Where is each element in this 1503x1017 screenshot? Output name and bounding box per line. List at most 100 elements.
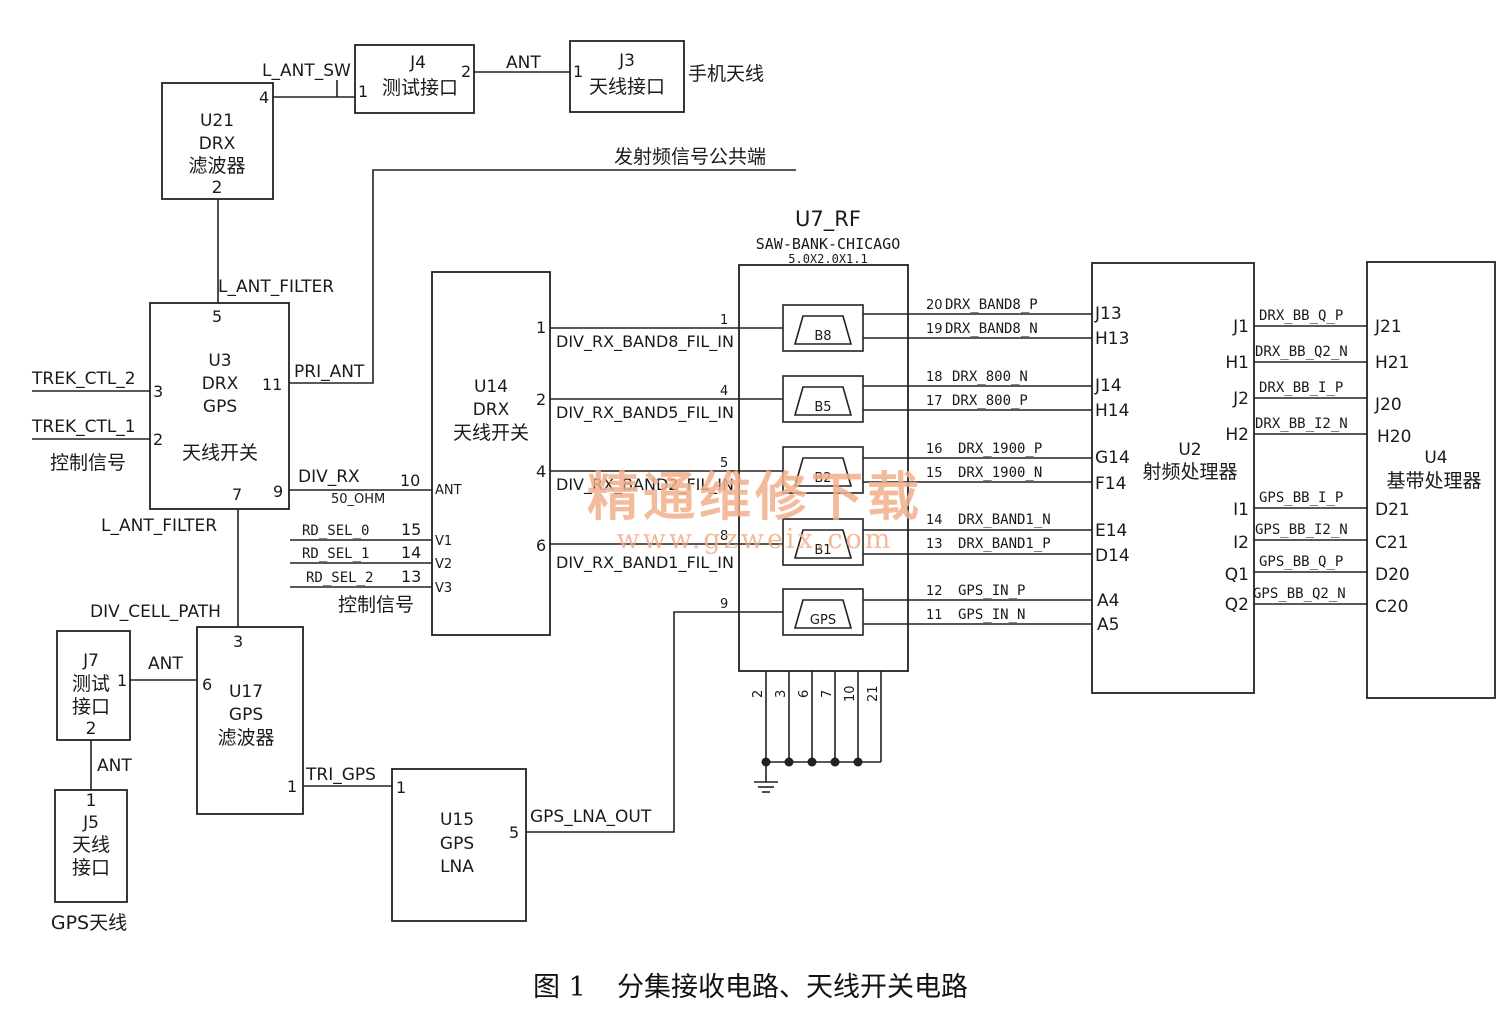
bb-net: DRX_BB_Q2_N [1255, 344, 1348, 360]
rf-line: 17 DRX_800_P H14 [926, 393, 1129, 421]
filter-b1-label: B1 [814, 543, 831, 558]
rf-num: 13 [926, 537, 943, 552]
u7-pin-8: 8 [720, 529, 728, 544]
net-ant-top: ANT [506, 53, 541, 73]
u2-name: 射频处理器 [1142, 461, 1237, 483]
u14-pin-6: 6 [536, 536, 546, 555]
rf-pin: J13 [1094, 304, 1122, 324]
net-rd-sel-0: RD_SEL_0 [302, 523, 369, 539]
bb-net: DRX_BB_I2_N [1255, 416, 1348, 432]
figure-caption: 图 1 分集接收电路、天线开关电路 [533, 972, 968, 1003]
rf-pin: A5 [1097, 615, 1119, 635]
gnd-pin-3: 3 [774, 690, 789, 698]
j7-pin-2: 2 [86, 719, 97, 739]
u21-line3: 滤波器 [188, 155, 245, 177]
bb-net: GPS_BB_I_P [1259, 490, 1343, 506]
bb-line: I2 GPS_BB_I2_N C21 [1233, 522, 1408, 553]
pin-10: 10 [400, 471, 420, 490]
u15-line2: GPS [440, 834, 474, 854]
net-ant-j7: ANT [148, 654, 183, 674]
bb-line: H1 DRX_BB_Q2_N H21 [1225, 344, 1409, 373]
bb-left-pin: I1 [1233, 500, 1249, 520]
u14-line2: DRX [473, 400, 510, 420]
u17-line3: 滤波器 [217, 727, 274, 749]
j5-line2: 天线 [72, 834, 110, 856]
bb-net: DRX_BB_I_P [1259, 380, 1343, 396]
u17-ref: U17 [229, 682, 263, 702]
rf-num: 17 [926, 394, 943, 409]
rf-line: 12 GPS_IN_P A4 [926, 583, 1119, 611]
bb-line: J2 DRX_BB_I_P J20 [1232, 380, 1402, 415]
gnd-pin-2: 2 [751, 690, 766, 698]
bb-right-pin: C21 [1375, 533, 1409, 553]
block-j3: J3 天线接口 1 手机天线 [569, 40, 764, 113]
bb-right-pin: J21 [1374, 317, 1402, 337]
rf-net: DRX_1900_P [958, 441, 1042, 457]
rf-pin: G14 [1095, 448, 1130, 468]
u17-pin-3: 3 [233, 632, 243, 651]
filter-gps-label: GPS [810, 613, 836, 628]
net-ant-j5: ANT [97, 756, 132, 776]
rf-net: DRX_BAND8_P [945, 297, 1038, 313]
filter-gps: GPS [782, 588, 864, 636]
net-div-cell-path: DIV_CELL_PATH [90, 602, 221, 622]
j5-bottom-label: GPS天线 [51, 912, 127, 934]
u14-pin-ant: ANT [435, 483, 462, 498]
bb-line: Q1 GPS_BB_Q_P D20 [1225, 554, 1410, 585]
net-l-ant-filter-bot: L_ANT_FILTER [101, 516, 217, 536]
u15-pin-5: 5 [509, 823, 519, 842]
pin-14: 14 [401, 543, 421, 562]
rf-num: 16 [926, 442, 943, 457]
u3-pin-11: 11 [262, 375, 282, 394]
rf-pin: J14 [1094, 376, 1122, 396]
block-u17: U17 GPS 滤波器 3 6 1 [196, 626, 304, 815]
net-labels: L_ANT_SW ANT 发射频信号公共端 L_ANT_FILTER PRI_A… [31, 53, 766, 827]
u3-line4: 天线开关 [182, 442, 258, 464]
net-band2-in: DIV_RX_BAND2_FIL_IN [556, 475, 734, 495]
net-gps-lna-out: GPS_LNA_OUT [530, 807, 652, 827]
j5-ref: J5 [82, 813, 99, 833]
u21-line2: DRX [199, 134, 236, 154]
u15-pin-1: 1 [396, 778, 406, 797]
bb-left-pin: Q2 [1225, 595, 1249, 615]
rf-line: 11 GPS_IN_N A5 [926, 607, 1119, 635]
filter-b5: B5 [782, 375, 864, 423]
bb-left-pin: H2 [1225, 425, 1249, 445]
pin-15: 15 [401, 520, 421, 539]
u17-pin-6: 6 [202, 675, 212, 694]
u7-pin-4: 4 [720, 384, 728, 399]
rf-net: DRX_800_P [952, 393, 1028, 409]
ground-junctions [761, 757, 863, 767]
gnd-pin-21: 21 [866, 685, 881, 702]
net-band8-in: DIV_RX_BAND8_FIL_IN [556, 332, 734, 352]
rf-net: DRX_BAND8_N [945, 321, 1038, 337]
rf-num: 12 [926, 584, 943, 599]
rf-lines: 20 DRX_BAND8_P J13 19 DRX_BAND8_N H13 18… [926, 297, 1130, 635]
bb-left-pin: I2 [1233, 533, 1249, 553]
gnd-pin-10: 10 [843, 685, 858, 702]
block-j4: J4 测试接口 1 2 [354, 44, 475, 114]
rf-line: 13 DRX_BAND1_P D14 [926, 536, 1130, 566]
u7-sub1: SAW-BANK-CHICAGO [756, 235, 901, 253]
u14-pin-2: 2 [536, 390, 546, 409]
bb-line: H2 DRX_BB_I2_N H20 [1225, 416, 1411, 447]
u15-line3: LNA [440, 857, 474, 877]
rf-pin: H14 [1095, 401, 1129, 421]
u17-line2: GPS [229, 705, 263, 725]
rf-line: 15 DRX_1900_N F14 [926, 465, 1126, 494]
net-div-rx: DIV_RX [298, 467, 360, 487]
rf-net: GPS_IN_N [958, 607, 1025, 623]
bb-right-pin: D21 [1375, 500, 1410, 520]
watermark: 精通维修下载 www.gzweix.com [587, 467, 919, 555]
wires [32, 71, 1367, 833]
block-j5: 1 J5 天线 接口 GPS天线 [51, 789, 128, 934]
u15-ref: U15 [440, 810, 474, 830]
rf-num: 19 [926, 322, 943, 337]
u3-line3: GPS [203, 397, 237, 417]
filter-b1: B1 [782, 518, 864, 566]
watermark-line2: www.gzweix.com [617, 524, 894, 555]
rf-num: 15 [926, 466, 943, 481]
u21-ref: U21 [200, 111, 234, 131]
u3-pin-5: 5 [212, 307, 222, 326]
rf-net: DRX_800_N [952, 369, 1028, 385]
